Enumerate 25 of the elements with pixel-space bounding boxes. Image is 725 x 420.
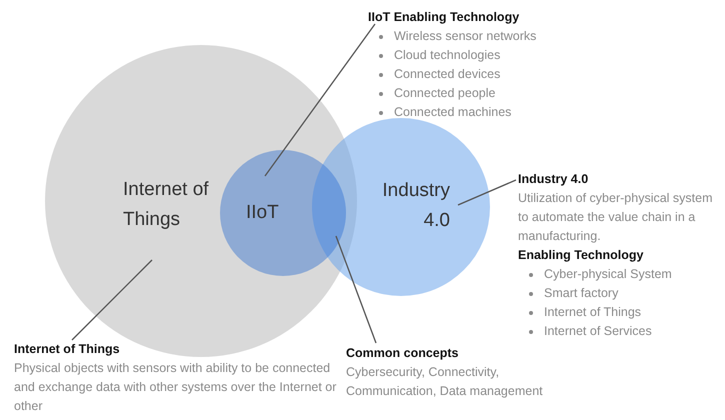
bullet-item: Internet of Things <box>518 303 723 322</box>
leader-line <box>335 236 377 344</box>
leader-line <box>264 24 376 176</box>
circle-label: Industry 4.0 <box>381 179 450 233</box>
overlap-region <box>312 164 346 258</box>
bullet-item: Cyber-physical System <box>518 265 723 284</box>
callout-heading: IIoT Enabling Technology <box>368 9 520 26</box>
circle-label: Internet of Things <box>123 178 210 232</box>
bullet-item: Wireless sensor networks <box>368 27 628 46</box>
description-text: Physical objects with sensors with ability to be connected and exchange data with other systems over the Internet or other <box>14 360 338 415</box>
bullet-item: Connected people <box>368 84 628 103</box>
bullet-item: Smart factory <box>518 284 723 303</box>
description-text: Utilization of cyber-physical system to automate the value chain in a manufacturing. <box>518 190 714 245</box>
circle-label: IIoT <box>246 201 280 225</box>
callout-heading: Common concepts <box>346 345 460 362</box>
callout-heading: Enabling Technology <box>518 247 644 264</box>
leader-line <box>458 179 516 206</box>
bullet-item: Internet of Services <box>518 322 723 341</box>
bullet-item: Connected devices <box>368 65 628 84</box>
callout-heading: Industry 4.0 <box>518 171 590 188</box>
bullet-item: Cloud technologies <box>368 46 628 65</box>
description-text: Cybersecurity, Connectivity, Communication, Data management <box>346 364 544 400</box>
bullet-item: Connected machines <box>368 103 628 122</box>
leader-line <box>72 260 152 340</box>
callout-heading: Internet of Things <box>14 341 121 358</box>
